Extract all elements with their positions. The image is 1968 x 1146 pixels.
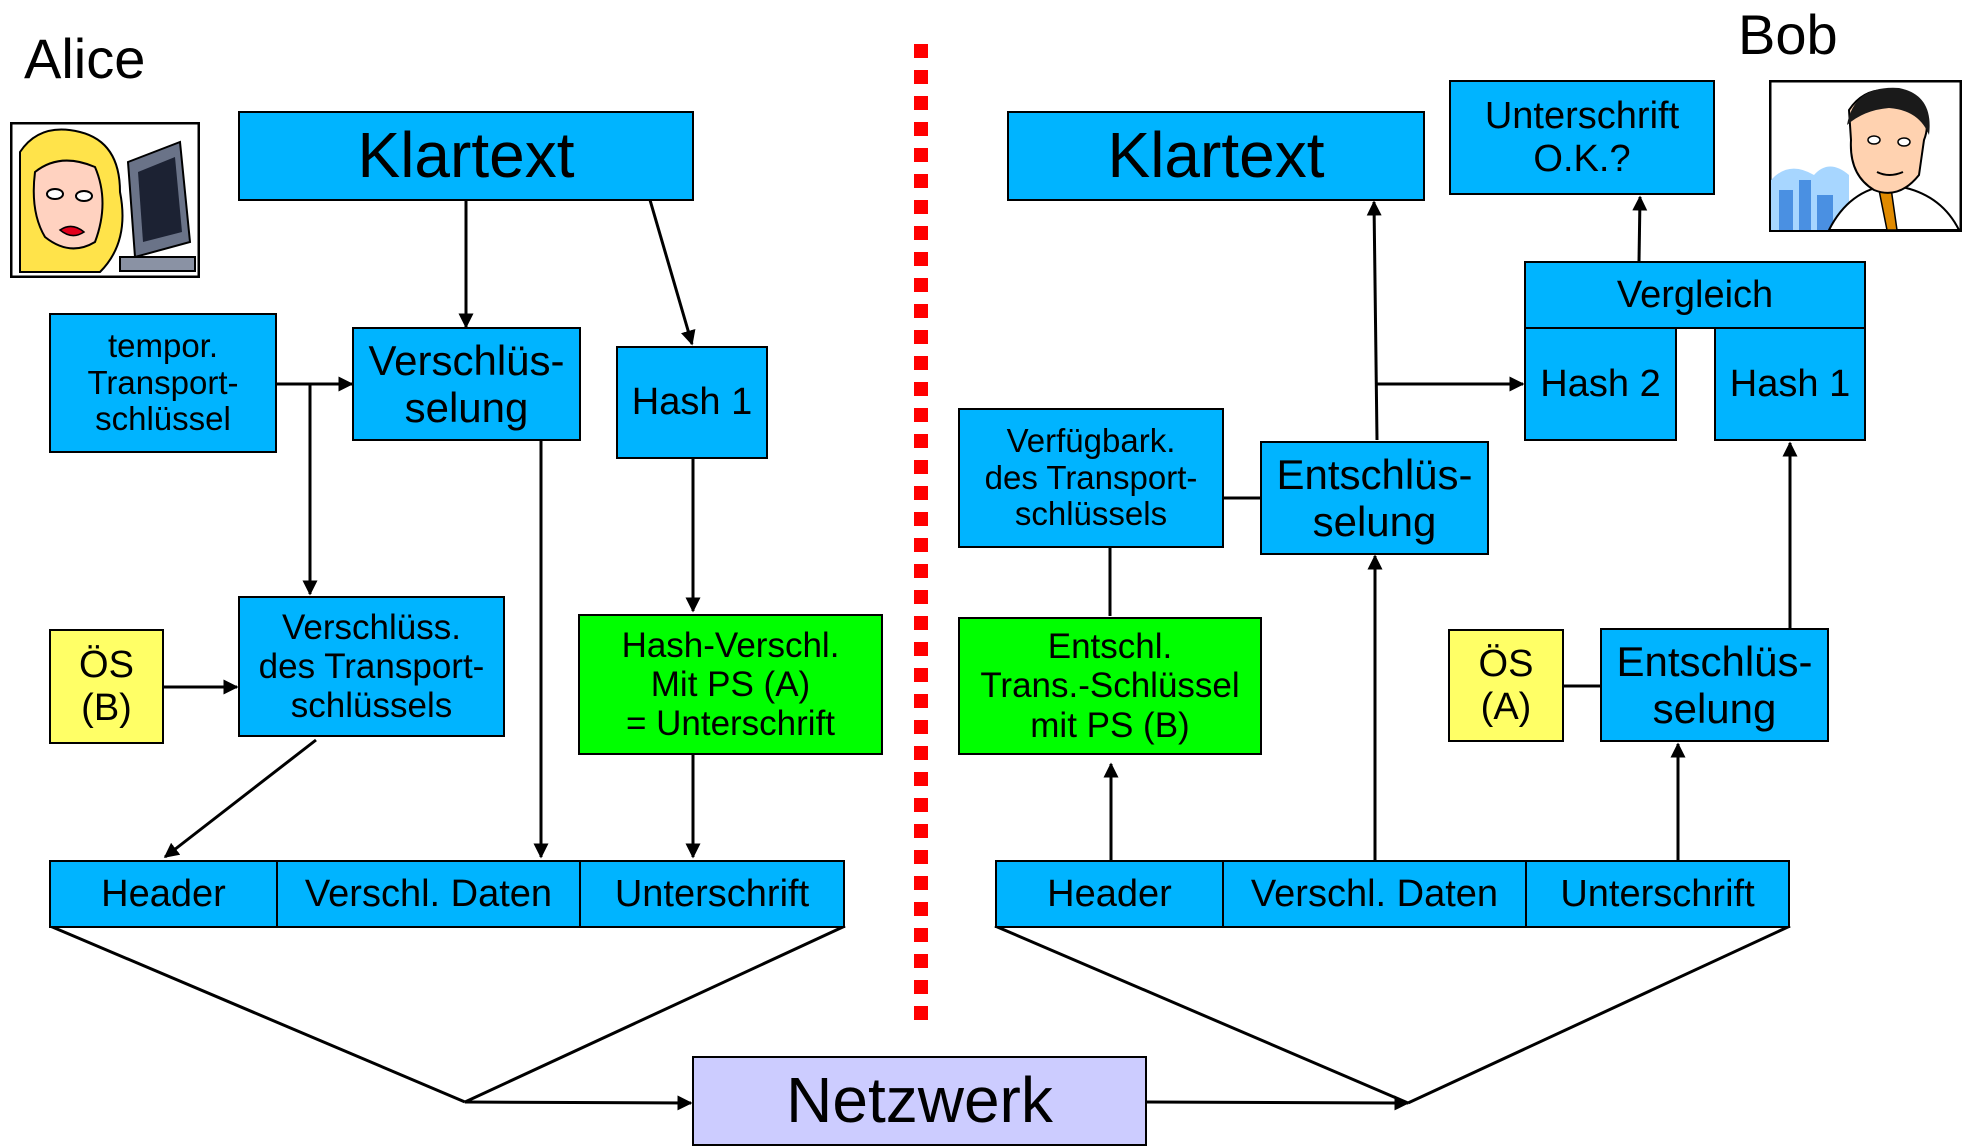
compare-box: Vergleich	[1524, 261, 1866, 329]
bob-klartext-box: Klartext	[1007, 111, 1425, 201]
bob-packet-signature: Unterschrift	[1525, 860, 1790, 928]
alice-encryption-box: Verschlüs- selung	[352, 327, 581, 441]
bob-hash1-box: Hash 1	[1714, 327, 1866, 441]
woman-at-computer-icon	[10, 122, 200, 278]
network-box: Netzwerk	[692, 1056, 1147, 1146]
alice-hash1-box: Hash 1	[616, 346, 768, 459]
transport-key-availability-box: Verfügbark. des Transport- schlüssels	[958, 408, 1224, 548]
public-key-b-box: ÖS (B)	[49, 629, 164, 744]
temp-transport-key-box: tempor. Transport- schlüssel	[49, 313, 277, 453]
alice-packet-data: Verschl. Daten	[276, 860, 581, 928]
transport-key-encryption-box: Verschlüss. des Transport- schlüssels	[238, 596, 505, 737]
signature-decryption-box: Entschlüs- selung	[1600, 628, 1829, 742]
signature-ok-box: Unterschrift O.K.?	[1449, 80, 1715, 195]
alice-packet-header: Header	[49, 860, 278, 928]
bob-packet-header: Header	[995, 860, 1224, 928]
transport-key-decryption-box: Entschl. Trans.-Schlüssel mit PS (B)	[958, 617, 1262, 755]
bob-label: Bob	[1738, 3, 1838, 66]
alice-packet-signature: Unterschrift	[579, 860, 845, 928]
hash-encryption-signature-box: Hash-Verschl. Mit PS (A) = Unterschrift	[578, 614, 883, 755]
alice-klartext-box: Klartext	[238, 111, 694, 201]
man-portrait-icon	[1769, 80, 1962, 232]
alice-label: Alice	[24, 27, 146, 90]
bob-packet-data: Verschl. Daten	[1222, 860, 1527, 928]
bob-decryption-box: Entschlüs- selung	[1260, 441, 1489, 555]
bob-hash2-box: Hash 2	[1524, 327, 1677, 441]
public-key-a-box: ÖS (A)	[1448, 629, 1564, 742]
